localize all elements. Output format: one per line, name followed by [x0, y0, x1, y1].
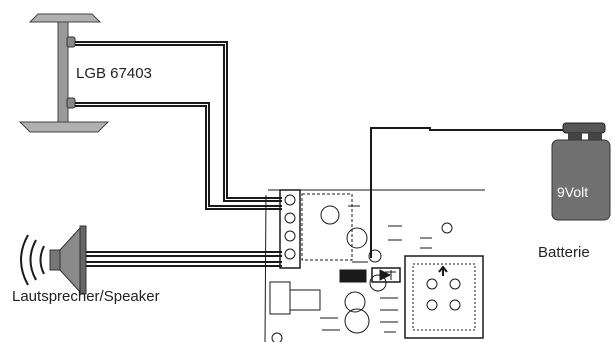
contact-pad: [271, 332, 283, 342]
track-wire-bottom: [75, 102, 282, 207]
battery-volt-label: 9Volt: [557, 184, 589, 200]
terminal-screw: [284, 248, 296, 260]
battery-terminal: [588, 133, 602, 141]
chip-pin: [449, 278, 461, 290]
track-rail-top: [28, 13, 102, 23]
resistor: [339, 269, 367, 283]
pcb-outline: [264, 194, 267, 342]
track-wire-bottom-b: [75, 105, 282, 210]
track-label: LGB 67403: [76, 65, 152, 82]
chip-pin: [449, 299, 461, 311]
contact-pad: [441, 222, 453, 234]
capacitor: [320, 205, 340, 225]
capacitor: [369, 274, 387, 292]
chip-pin: [426, 278, 438, 290]
battery-icon: [551, 122, 611, 221]
sound-waves-icon: [20, 234, 45, 286]
track-wire-top-b: [75, 44, 282, 202]
battery-label: Batterie: [538, 244, 590, 261]
battery-body: [551, 139, 611, 221]
track-contact-icon: [66, 97, 76, 109]
capacitor: [344, 291, 366, 313]
speaker-icon: [59, 226, 81, 294]
track-wires: [75, 41, 282, 210]
speaker-wires: [86, 251, 282, 267]
track-rail-bottom: [18, 121, 110, 133]
track-section: [18, 13, 110, 133]
track-sleeper: [57, 21, 69, 123]
terminal-screw: [284, 212, 296, 224]
terminal-screw: [284, 194, 296, 206]
speaker: [20, 225, 87, 295]
speaker-rim: [79, 225, 87, 295]
battery-wire: [370, 127, 568, 258]
chip-pin: [426, 299, 438, 311]
battery-terminal: [568, 133, 582, 141]
track-wire-top: [75, 41, 282, 199]
capacitor: [344, 308, 370, 334]
contact-pad: [368, 249, 382, 263]
pcb-component: [269, 281, 291, 315]
pcb-component: [289, 289, 321, 311]
chip-orientation-arrow: [438, 265, 448, 276]
terminal-block: [279, 189, 301, 269]
pcb-region: [301, 193, 353, 261]
track-contact-icon: [66, 36, 76, 48]
speaker-magnet: [49, 249, 61, 271]
capacitor: [346, 227, 368, 249]
circuit-board-icon: [264, 189, 485, 342]
chip-socket: [404, 255, 484, 339]
battery-snap: [562, 122, 606, 134]
terminal-screw: [284, 230, 296, 242]
speaker-label: Lautsprecher/Speaker: [12, 288, 160, 305]
